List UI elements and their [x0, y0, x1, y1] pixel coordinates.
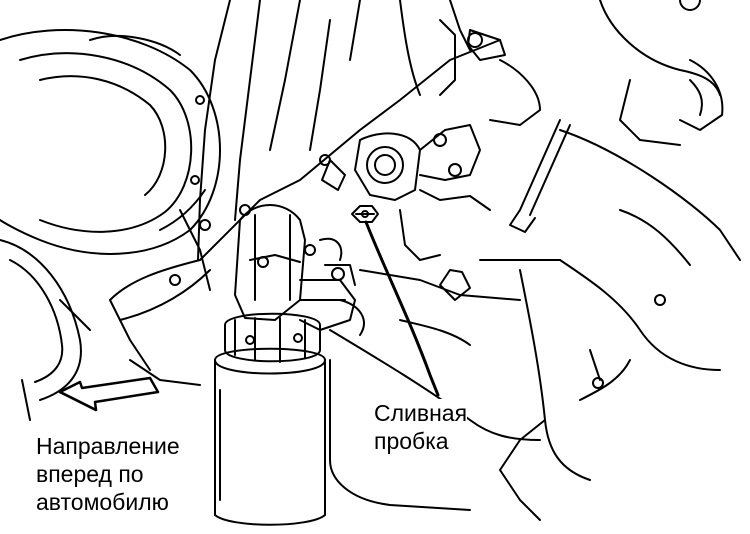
- drain-plug-label: Сливная пробка: [374, 399, 468, 455]
- drain-plug-label-line1: Сливная: [374, 400, 468, 426]
- pulley: [0, 29, 221, 255]
- forward-direction-label: Направление вперед по автомобилю: [36, 432, 180, 516]
- bracket-chain: [321, 124, 491, 261]
- engine-block: [109, 0, 501, 321]
- oil-pan: [499, 129, 741, 521]
- forward-direction-label-line1: Направление: [36, 433, 180, 459]
- direction-arrow-icon: [58, 376, 160, 412]
- oil-filter: [214, 312, 326, 526]
- dipstick-rod: [439, 119, 571, 301]
- forward-direction-label-line2: вперед по: [36, 461, 144, 487]
- upper-bracket: [439, 0, 724, 146]
- leader-line: [364, 220, 440, 397]
- filter-housing: [234, 204, 365, 336]
- drain-plug: [351, 205, 379, 223]
- forward-direction-label-line3: автомобилю: [36, 489, 169, 515]
- drain-plug-label-line2: пробка: [374, 428, 449, 454]
- lower-pulley: [0, 239, 82, 421]
